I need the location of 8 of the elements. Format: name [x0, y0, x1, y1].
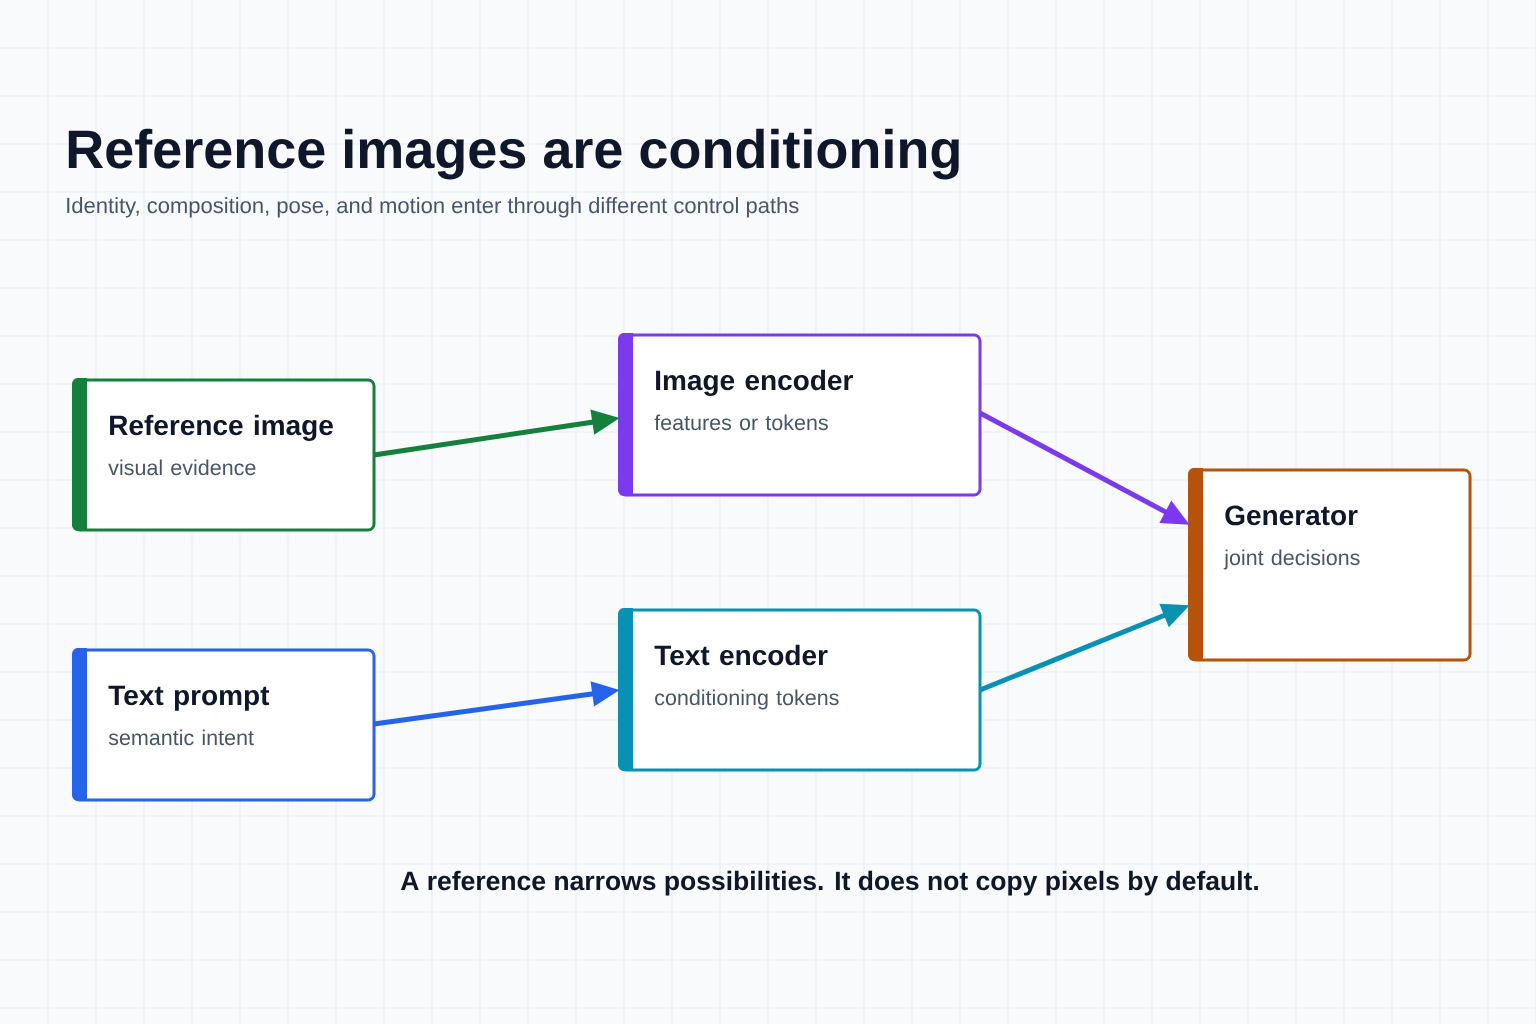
process-box: Reference image visual evidence	[72, 378, 376, 532]
caption: A reference narrows possibilities. It does not copy pixels by default.	[400, 870, 1258, 896]
title: Reference images are conditioning	[68, 128, 959, 180]
process-box: Generator joint decisions	[1188, 468, 1472, 662]
subtitle: Identity, composition, pose, and motion enter through different control paths	[67, 197, 799, 218]
process-box: Image encoder features or tokens	[618, 333, 982, 497]
process-box: Text prompt semantic intent	[72, 648, 376, 802]
process-box: Text encoder conditioning tokens	[618, 608, 982, 772]
